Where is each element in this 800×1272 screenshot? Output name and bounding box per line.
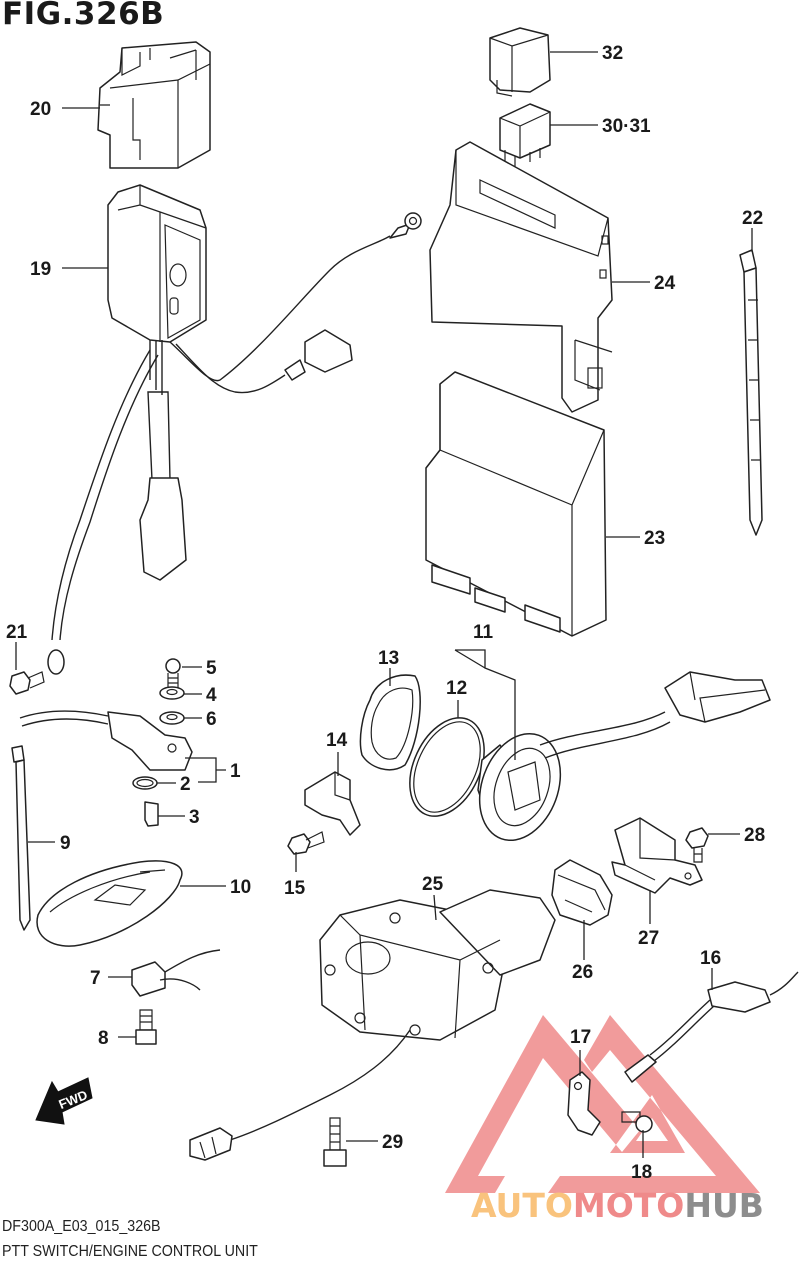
figure-code: DF300A_E03_015_326B [2, 1218, 161, 1235]
leader-lines [15, 51, 753, 1158]
part-label-5: 5 [206, 658, 217, 679]
part-label-30-31: 30·31 [602, 116, 651, 137]
watermark-text: AUTOMOTOHUB [471, 1186, 764, 1225]
part-label-19: 19 [30, 259, 51, 280]
part-label-22: 22 [742, 208, 763, 229]
part-label-14: 14 [326, 730, 348, 751]
part-labels: 20 19 32 30·31 22 24 23 21 5 4 6 1 2 3 9… [6, 43, 765, 1183]
part-10-switch-housing [36, 860, 183, 947]
fwd-arrow-icon: FWD [35, 1077, 93, 1125]
watermark-auto: AUTO [471, 1186, 573, 1225]
part-28-bolt [685, 827, 709, 863]
part-25-trim-motor [189, 889, 556, 1161]
part-22-cable-tie [739, 249, 763, 536]
part-label-28: 28 [744, 825, 765, 846]
part-label-20: 20 [30, 99, 51, 120]
part-7-switch [131, 949, 221, 997]
part-label-12: 12 [446, 678, 467, 699]
part-15-bolt [287, 831, 325, 855]
part-2-o-ring [132, 776, 158, 790]
part-label-2: 2 [180, 774, 191, 795]
watermark-triangle [445, 1015, 760, 1193]
part-label-13: 13 [378, 648, 399, 669]
figure-title: FIG.326B [2, 0, 165, 32]
part-4-washer [159, 686, 185, 700]
part-label-7: 7 [90, 968, 101, 989]
part-label-15: 15 [284, 878, 306, 899]
part-16-harness [624, 971, 799, 1083]
part-label-23: 23 [644, 528, 665, 549]
part-20-connector-cover [97, 41, 211, 169]
part-label-26: 26 [572, 962, 593, 983]
part-26-rubber-mount [551, 859, 613, 926]
part-8-screw [135, 1009, 157, 1045]
part-label-25: 25 [422, 874, 444, 895]
part-24-ecu-cover [429, 141, 613, 413]
watermark-moto: MOTO [572, 1186, 685, 1225]
watermark-logo [445, 1015, 760, 1193]
part-label-17: 17 [570, 1027, 591, 1048]
part-label-32: 32 [602, 43, 623, 64]
part-label-27: 27 [638, 928, 659, 949]
part-label-9: 9 [60, 833, 71, 854]
part-label-4: 4 [206, 685, 217, 706]
part-17-clamp [567, 1071, 601, 1136]
part-13-bushing [359, 674, 421, 771]
part-19-ptt-switch [47, 184, 422, 675]
part-29-bolt [323, 1117, 347, 1167]
part-11-switch-body [477, 671, 771, 842]
part-12-o-ring [409, 717, 485, 817]
part-label-8: 8 [98, 1028, 109, 1049]
part-27-bracket [611, 817, 703, 894]
part-1-sensor-assembly [19, 710, 193, 771]
part-14-bracket [304, 771, 361, 836]
part-6-washer [159, 711, 185, 725]
part-3-clip [144, 801, 159, 827]
part-label-18: 18 [631, 1162, 652, 1183]
part-label-1: 1 [230, 761, 241, 782]
part-label-3: 3 [189, 807, 200, 828]
part-label-29: 29 [382, 1132, 403, 1153]
part-label-16: 16 [700, 948, 721, 969]
part-label-6: 6 [206, 709, 217, 730]
part-23-ecu [425, 371, 607, 637]
part-label-10: 10 [230, 877, 251, 898]
part-21-bolt [9, 671, 45, 695]
part-label-11: 11 [473, 622, 494, 643]
part-18-screw [621, 1111, 653, 1133]
part-label-21: 21 [6, 622, 28, 643]
part-32-relay [489, 27, 551, 97]
part-label-24: 24 [654, 273, 676, 294]
watermark-hub: HUB [684, 1186, 764, 1225]
part-30-31-relay [499, 103, 551, 168]
figure-caption: PTT SWITCH/ENGINE CONTROL UNIT [2, 1243, 258, 1260]
part-9-cable-tie [11, 745, 31, 931]
part-5-screw [165, 658, 181, 691]
